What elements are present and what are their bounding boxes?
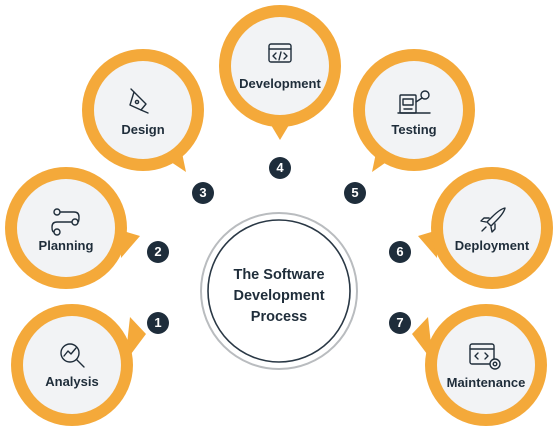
stage-label-development: Development <box>239 76 321 91</box>
stage-label-maintenance: Maintenance <box>446 375 526 390</box>
bubble-maintenance <box>412 304 547 426</box>
stage-label-design: Design <box>121 122 165 137</box>
step-number-3: 3 <box>192 182 214 204</box>
stage-label-planning: Planning <box>38 238 94 253</box>
step-number-5: 5 <box>344 182 366 204</box>
center-circle <box>200 212 358 370</box>
code-gear-icon <box>469 343 501 370</box>
step-number-6: 6 <box>389 241 411 263</box>
bubble-deployment <box>418 167 553 289</box>
stage-label-deployment: Deployment <box>454 238 530 253</box>
magnifier-chart-icon <box>60 343 85 368</box>
workflow-icon <box>51 208 80 236</box>
rocket-icon <box>480 207 506 233</box>
code-window-icon <box>268 43 292 63</box>
center-title-line-2: Development <box>233 288 325 304</box>
bubble-development <box>219 5 341 140</box>
stage-label-analysis: Analysis <box>45 374 99 389</box>
step-number-2: 2 <box>147 241 169 263</box>
step-number-4: 4 <box>269 157 291 179</box>
center-title-line-3: Process <box>250 309 308 325</box>
step-number-1: 1 <box>147 312 169 334</box>
bubble-planning <box>5 167 140 289</box>
center-title: The Software Development Process <box>199 265 359 328</box>
stage-label-testing: Testing <box>391 122 437 137</box>
bubble-testing <box>353 49 475 172</box>
bubble-analysis <box>11 304 146 426</box>
test-machine-icon <box>397 90 431 114</box>
center-title-line-1: The Software <box>233 267 325 283</box>
step-number-7: 7 <box>389 312 411 334</box>
pen-tool-icon <box>129 88 149 114</box>
bubble-design <box>82 49 204 172</box>
